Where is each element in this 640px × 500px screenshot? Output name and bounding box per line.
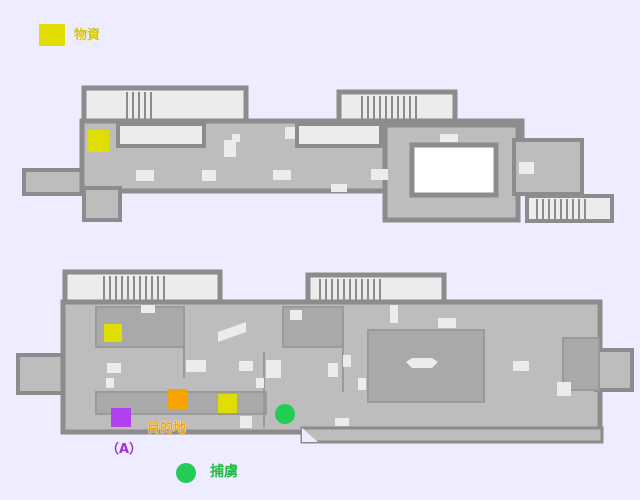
upper-crates bbox=[136, 127, 534, 192]
lower-crates bbox=[106, 305, 571, 428]
legend: 物資 bbox=[39, 24, 100, 46]
lower-south-ramp bbox=[300, 426, 604, 444]
legend-captive-label: 捕虜 bbox=[210, 463, 238, 480]
upper-east-stairs-room bbox=[525, 194, 614, 223]
legend-supplies-swatch bbox=[39, 24, 65, 46]
lower-corridor-west bbox=[16, 353, 70, 395]
lower-stairs-right bbox=[319, 279, 381, 300]
upper-stairs-left bbox=[126, 92, 152, 120]
upper-annex-left bbox=[81, 85, 249, 125]
upper-void-courtyard bbox=[409, 142, 499, 198]
point-a-marker bbox=[111, 408, 131, 427]
upper-void-2 bbox=[295, 122, 383, 148]
lower-stairs-left bbox=[103, 276, 165, 300]
legend-captive-swatch bbox=[176, 463, 196, 483]
goal-label: 目的地 bbox=[147, 420, 186, 436]
upper-east-stairs bbox=[536, 199, 586, 219]
lower-floor: 目的地 （A） bbox=[16, 269, 634, 457]
goal-marker bbox=[167, 389, 187, 410]
upper-void-1 bbox=[116, 122, 206, 148]
supplies-marker-upper bbox=[87, 130, 109, 152]
legend-supplies-label: 物資 bbox=[74, 27, 100, 43]
upper-corridor-west bbox=[22, 168, 88, 196]
supplies-marker-lower-1 bbox=[104, 324, 122, 342]
upper-stairs-right bbox=[361, 96, 417, 120]
captive-marker bbox=[275, 404, 295, 424]
supplies-marker-lower-2 bbox=[218, 394, 237, 413]
lower-corridor-east bbox=[594, 348, 634, 392]
captive-legend: 捕虜 bbox=[176, 463, 238, 483]
point-a-label: （A） bbox=[106, 441, 142, 457]
lower-annex-left bbox=[62, 269, 223, 305]
lower-annex-right bbox=[305, 272, 447, 305]
lower-south-ramp-edge bbox=[302, 428, 318, 442]
upper-floor bbox=[22, 85, 614, 223]
upper-hall-south-wing bbox=[82, 186, 122, 222]
